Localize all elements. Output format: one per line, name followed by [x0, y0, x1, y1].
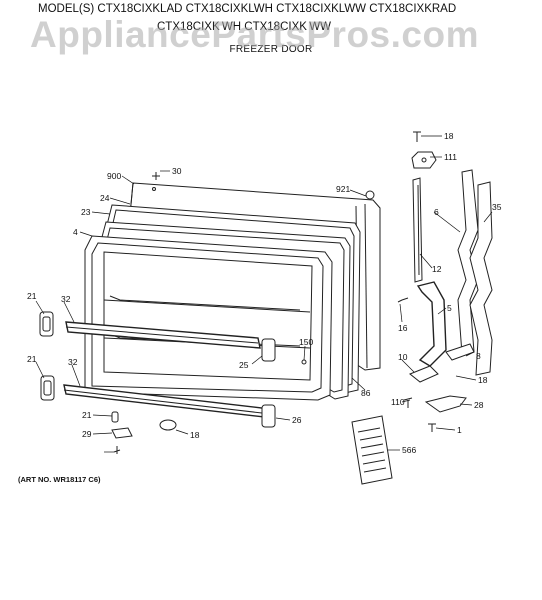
door-inner-liner [84, 235, 333, 401]
callout-label: 23 [81, 207, 91, 217]
callout-label: 110 [391, 397, 405, 407]
callout-leaders [35, 135, 493, 453]
callout-label: 21 [27, 354, 37, 364]
callout-label: 8 [476, 351, 481, 361]
callout-label: 18 [444, 131, 454, 141]
door-shelf-bar-upper [65, 321, 261, 349]
callout-label: 28 [474, 400, 484, 410]
callout-label: 32 [68, 357, 78, 367]
callout-label: 25 [239, 360, 249, 370]
callout-label: 86 [361, 388, 371, 398]
callout-label: 900 [107, 171, 121, 181]
model-list-line-1: MODEL(S) CTX18CIXKLAD CTX18CIXKLWH CTX18… [38, 3, 457, 15]
callout-label: 21 [82, 410, 92, 420]
hinge-strips [412, 169, 493, 376]
owners-manual [351, 415, 393, 485]
lower-hinge-parts [397, 297, 475, 432]
callout-label: 18 [190, 430, 200, 440]
callout-label: 4 [73, 227, 78, 237]
small-parts [111, 172, 375, 454]
callout-label: 18 [478, 375, 488, 385]
callout-label: 29 [82, 429, 92, 439]
callout-label: 921 [336, 184, 350, 194]
callout-label: 12 [432, 264, 442, 274]
shelf-end-caps [39, 311, 276, 428]
callout-label: 32 [61, 294, 71, 304]
section-title: FREEZER DOOR [229, 44, 313, 55]
upper-hinge-parts [411, 131, 437, 169]
callout-label: 24 [100, 193, 110, 203]
callout-label: 10 [398, 352, 408, 362]
art-number: (ART NO. WR18117 C6) [18, 475, 101, 484]
callout-label: 5 [447, 303, 452, 313]
callout-label: 21 [27, 291, 37, 301]
model-list-line-2: CTX18CIXK WH CTX18CIXK WW [157, 21, 331, 33]
callout-label: 16 [398, 323, 408, 333]
callout-label: 566 [402, 445, 416, 455]
callout-label: 30 [172, 166, 182, 176]
callout-label: 150 [299, 337, 313, 347]
callout-labels: 18 111 30 900 921 24 23 6 35 4 12 21 32 … [27, 131, 502, 455]
callout-label: 35 [492, 202, 502, 212]
callout-label: 26 [292, 415, 302, 425]
callout-label: 1 [457, 425, 462, 435]
callout-label: 6 [434, 207, 439, 217]
callout-label: 111 [444, 152, 457, 162]
door-handle [416, 281, 447, 367]
